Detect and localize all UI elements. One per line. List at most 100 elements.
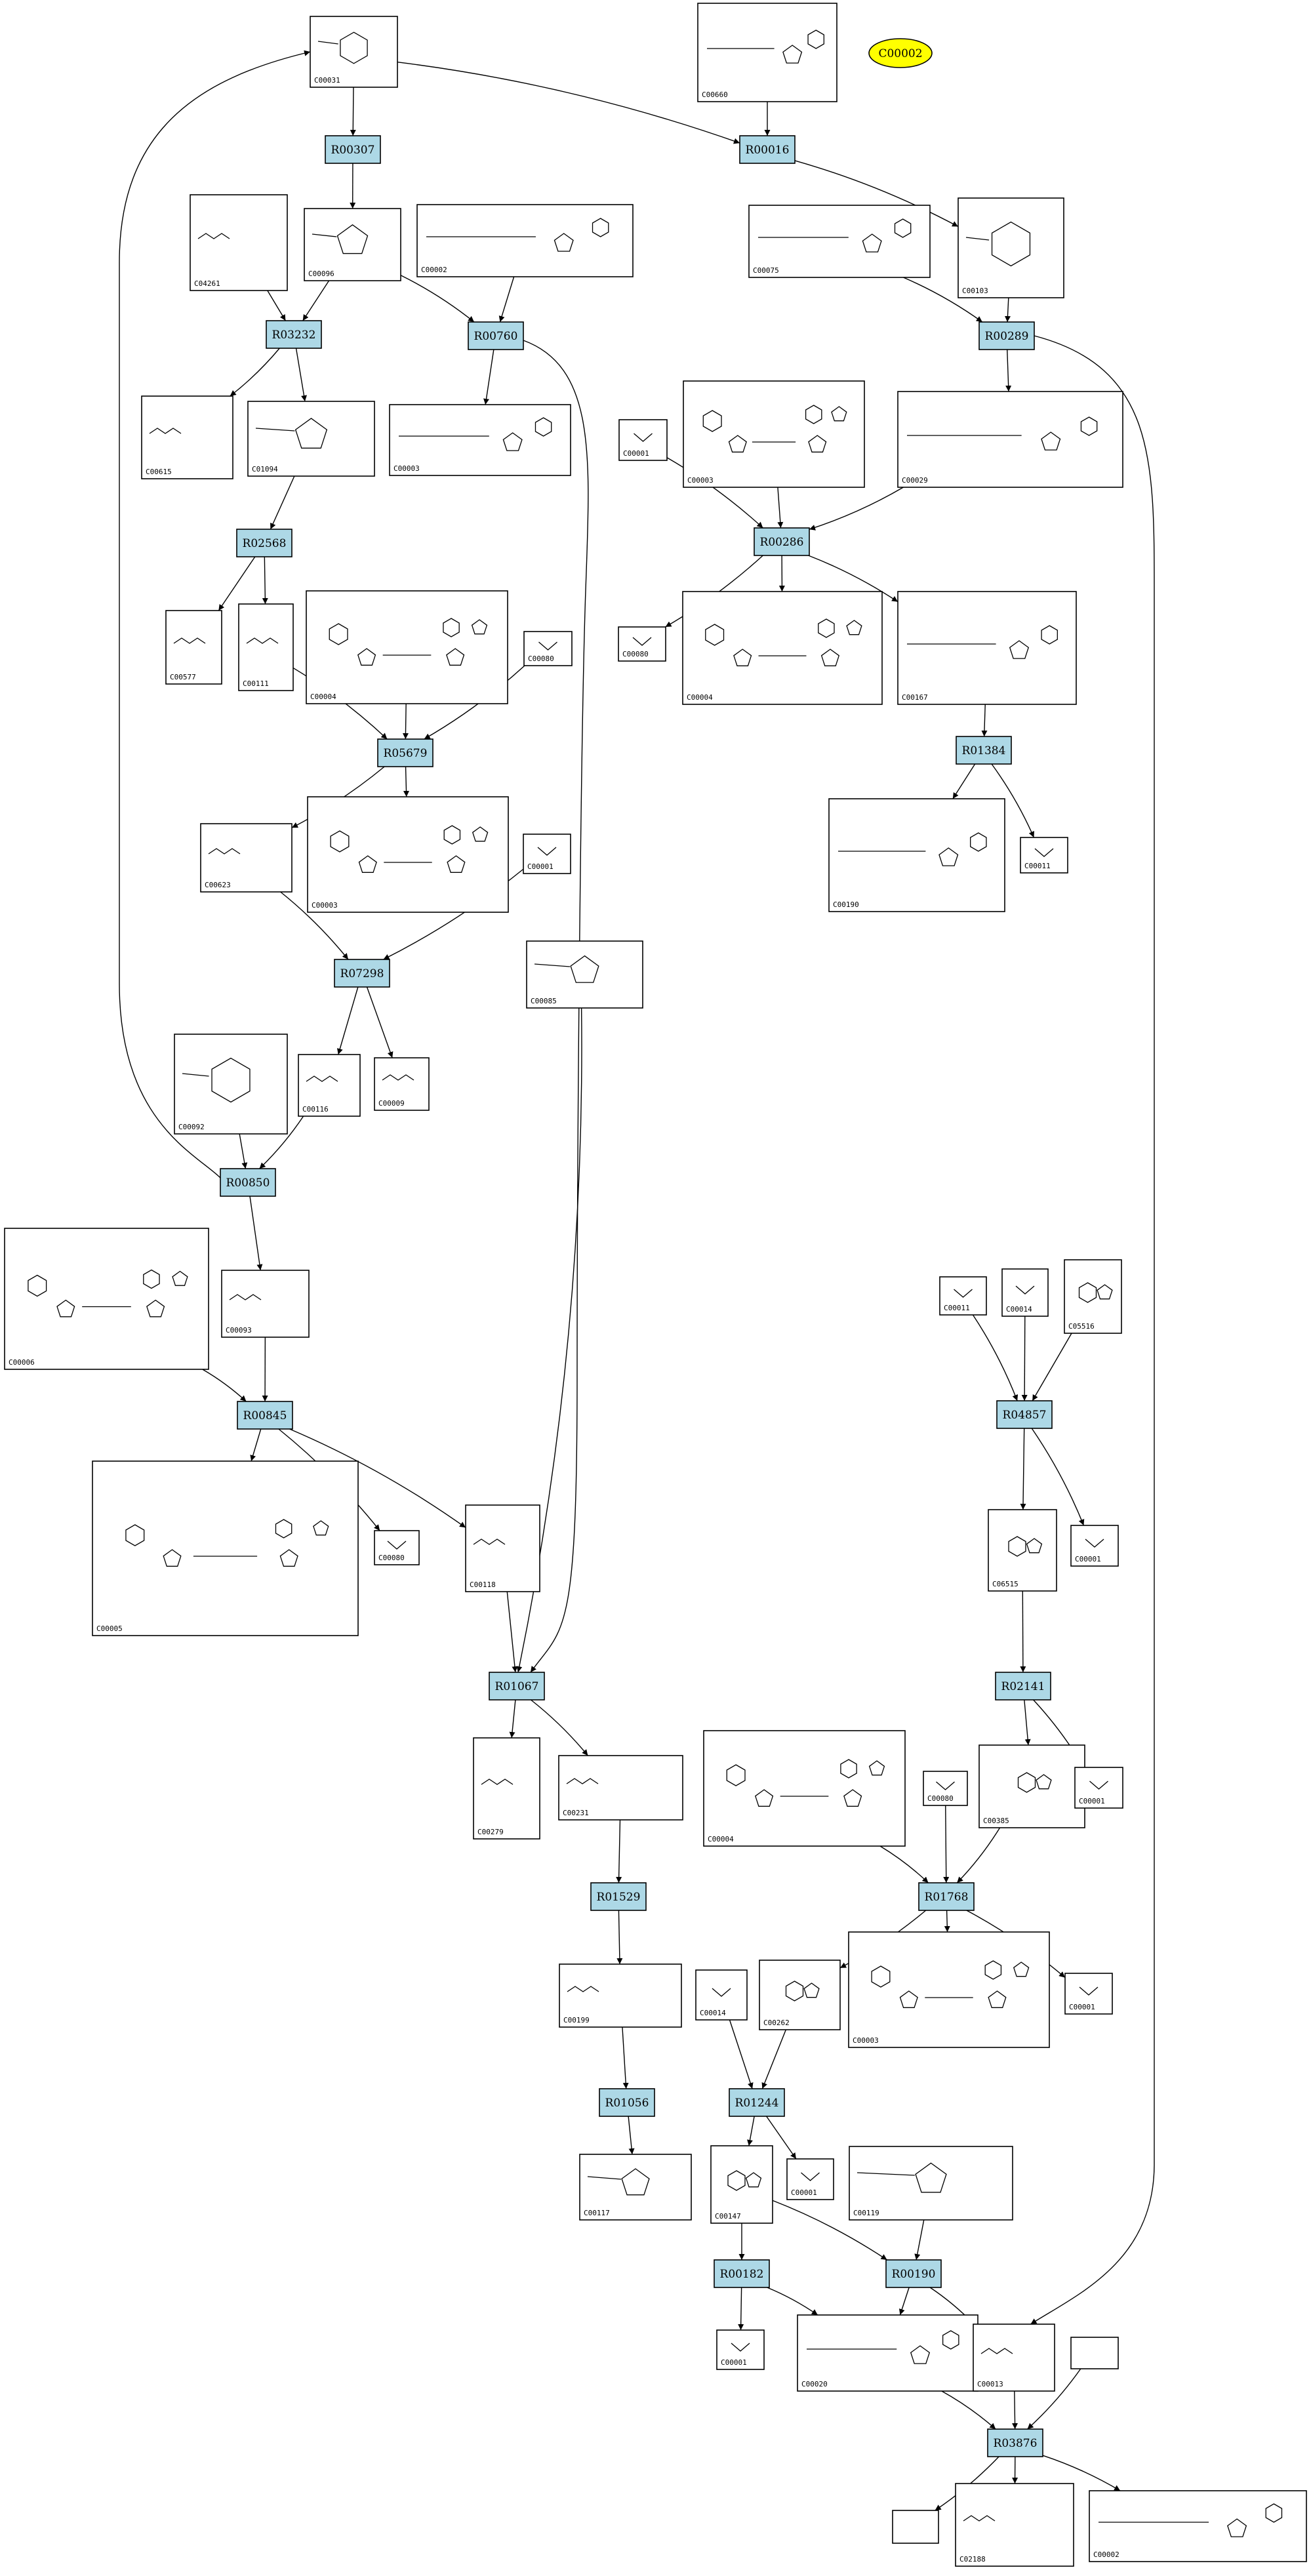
compound-node-c00080[interactable]: C00080 [523,631,573,666]
reaction-node-r03232[interactable]: R03232 [266,320,322,349]
reaction-node-r03876[interactable]: R03876 [987,2428,1043,2457]
compound-node-c00080[interactable]: C00080 [618,626,666,662]
compound-node-c05516[interactable]: C05516 [1064,1259,1122,1334]
compound-node-c00011[interactable]: C00011 [1020,837,1068,874]
compound-node-c00119[interactable]: C00119 [849,2146,1013,2221]
compound-node-c00093[interactable]: C00093 [221,1270,310,1338]
arrow-edge [1004,297,1011,323]
reaction-node-r01056[interactable]: R01056 [599,2088,655,2117]
compound-node-c00001[interactable]: C00001 [1070,1525,1119,1567]
reaction-node-r00760[interactable]: R00760 [468,321,524,350]
reaction-label: R01768 [925,1891,969,1904]
reaction-node-r02141[interactable]: R02141 [995,1672,1051,1701]
compound-node-c00096[interactable]: C00096 [304,208,401,281]
compound-node-c00003[interactable]: C00003 [683,380,865,488]
compound-node-c00031[interactable]: C00031 [310,16,398,88]
reaction-node-r01067[interactable]: R01067 [489,1672,545,1701]
reaction-node-r00286[interactable]: R00286 [754,527,810,556]
compound-node-c00279[interactable]: C00279 [473,1737,540,1840]
compound-node-c02188[interactable]: C02188 [955,2483,1074,2567]
reaction-node-r01244[interactable]: R01244 [729,2088,785,2117]
compound-node-c00004[interactable]: C00004 [682,591,883,705]
compound-node-c00118[interactable]: C00118 [465,1504,540,1592]
compound-node-c00111[interactable]: C00111 [238,603,294,691]
compound-node-c00085[interactable]: C00085 [526,940,643,1009]
compound-node-c00014[interactable]: C00014 [1001,1268,1049,1317]
reaction-node-r00289[interactable]: R00289 [978,321,1035,350]
arrow-edge [1020,1428,1026,1510]
reaction-node-r00182[interactable]: R00182 [714,2259,770,2288]
nucleotide-diphosphate-structure-icon [399,417,552,451]
reaction-label: R05679 [384,747,428,760]
reaction-node-r04857[interactable]: R04857 [996,1400,1053,1429]
compound-node-c00003[interactable]: C00003 [389,404,571,476]
compound-id-label: C00001 [527,862,554,871]
arrow-edge [1042,2455,1121,2491]
compound-node-c00001[interactable]: C00001 [618,419,668,461]
compound-node-c00262[interactable]: C00262 [759,1960,841,2030]
compound-node-c00002[interactable]: C00002 [1089,2490,1307,2562]
reaction-node-r00190[interactable]: R00190 [885,2259,942,2288]
arrow-edge [262,556,268,605]
reaction-label: R00760 [474,330,518,343]
compound-node-blank[interactable] [892,2510,939,2544]
reaction-node-r05679[interactable]: R05679 [377,738,434,767]
compound-node-c00092[interactable]: C00092 [174,1034,288,1135]
compound-node-c00231[interactable]: C00231 [558,1755,683,1821]
compound-node-c00009[interactable]: C00009 [374,1057,430,1111]
compound-node-c00623[interactable]: C00623 [200,823,292,893]
compound-node-c00005[interactable]: C00005 [92,1460,359,1636]
reaction-node-r07298[interactable]: R07298 [334,959,390,988]
reaction-node-r01529[interactable]: R01529 [590,1882,647,1911]
arrow-edge [295,348,307,402]
reaction-node-r01384[interactable]: R01384 [956,736,1012,765]
reaction-node-r00307[interactable]: R00307 [325,135,381,164]
reaction-node-r02568[interactable]: R02568 [236,529,292,557]
arrow-edge [1005,349,1012,392]
compound-node-c00001[interactable]: C00001 [786,2158,834,2200]
reaction-node-r01768[interactable]: R01768 [918,1882,975,1911]
compound-node-c00006[interactable]: C00006 [4,1228,209,1370]
compound-node-c00001[interactable]: C00001 [1064,1973,1113,2015]
compound-node-c00199[interactable]: C00199 [559,1963,682,2028]
arrow-edge [239,1133,248,1169]
compound-node-c00117[interactable]: C00117 [579,2154,692,2221]
compound-node-c00190[interactable]: C00190 [828,798,1005,912]
compound-node-c00116[interactable]: C00116 [298,1054,361,1117]
compound-node-c00029[interactable]: C00029 [897,391,1123,488]
compound-node-c00385[interactable]: C00385 [978,1744,1085,1828]
compound-node-c00001[interactable]: C00001 [716,2329,765,2370]
compound-node-c00003[interactable]: C00003 [307,796,509,913]
compound-node-c00577[interactable]: C00577 [165,610,222,685]
compound-id-label: C04261 [194,279,220,288]
compound-node-c00014[interactable]: C00014 [695,1969,748,2021]
reaction-node-r00016[interactable]: R00016 [739,135,796,164]
compound-node-c06515[interactable]: C06515 [988,1509,1057,1592]
compound-id-label: C00093 [226,1326,252,1335]
compound-node-c00004[interactable]: C00004 [306,590,508,704]
compound-node-c00001[interactable]: C00001 [523,834,571,874]
compound-node-c00167[interactable]: C00167 [897,591,1077,705]
compound-node-c00002[interactable]: C00002 [416,204,634,277]
compound-node-blank[interactable] [1070,2337,1119,2369]
compound-node-c00615[interactable]: C00615 [141,395,233,479]
pentose-phosphate-structure-icon [255,418,328,449]
compound-node-c00011[interactable]: C00011 [939,1276,987,1316]
compound-node-c00080[interactable]: C00080 [923,1771,968,1806]
highlight-compound-ellipse[interactable]: C00002 [868,38,933,68]
reaction-node-r00845[interactable]: R00845 [237,1401,293,1430]
compound-node-c00001[interactable]: C00001 [1074,1767,1123,1809]
arrow-edge [628,2116,635,2155]
compound-node-c00004[interactable]: C00004 [703,1730,906,1847]
compound-node-c00103[interactable]: C00103 [958,197,1064,298]
compound-node-c04261[interactable]: C04261 [190,194,288,291]
compound-node-c00020[interactable]: C00020 [797,2314,978,2392]
compound-node-c00075[interactable]: C00075 [748,205,931,278]
compound-node-c00003[interactable]: C00003 [848,1931,1050,2048]
compound-node-c00660[interactable]: C00660 [697,3,837,102]
reaction-node-r00850[interactable]: R00850 [220,1168,276,1197]
compound-node-c00013[interactable]: C00013 [973,2324,1055,2392]
compound-node-c00147[interactable]: C00147 [710,2145,773,2224]
compound-node-c00080[interactable]: C00080 [374,1530,420,1565]
compound-node-c01094[interactable]: C01094 [247,401,375,477]
